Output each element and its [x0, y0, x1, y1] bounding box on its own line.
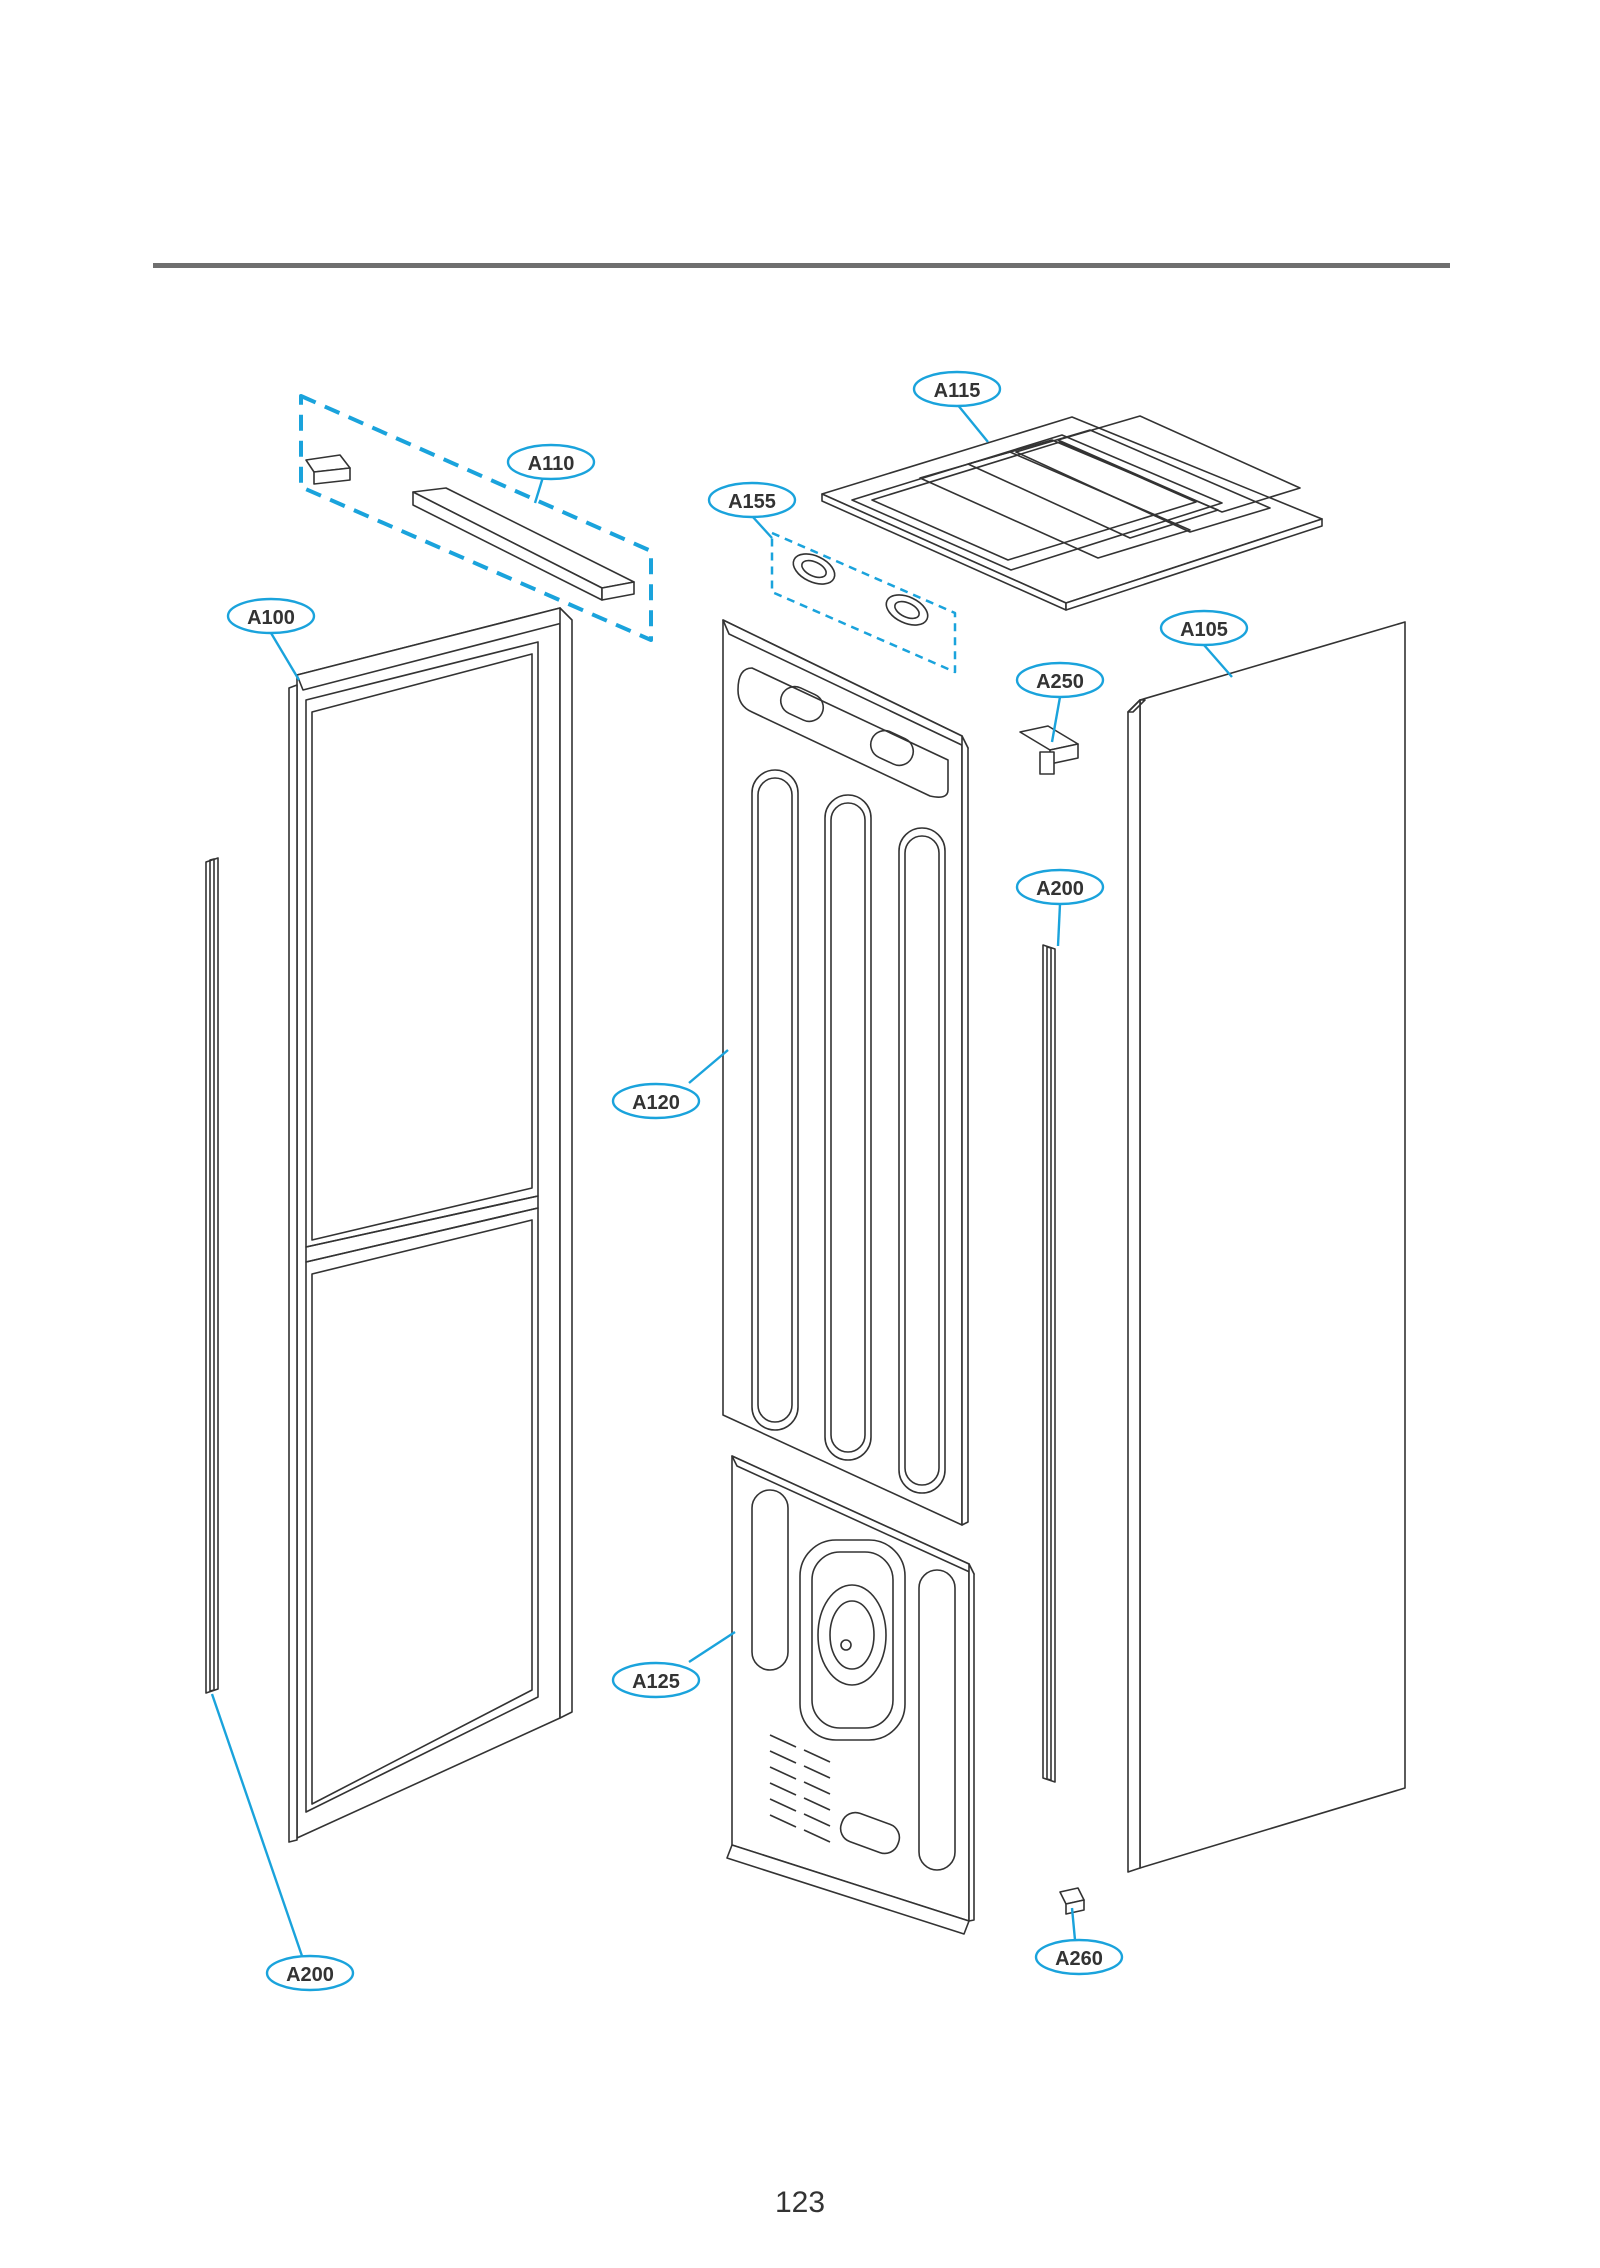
a105-side-panel: [1127, 621, 1406, 1873]
svg-text:A155: A155: [728, 491, 776, 513]
callout-a100: A100: [226, 597, 316, 635]
callout-a250: A250: [1015, 661, 1105, 699]
a155-handle-assembly: [770, 531, 957, 674]
svg-text:A200: A200: [1036, 878, 1084, 900]
callout-a260: A260: [1034, 1938, 1124, 1976]
callout-a105: A105: [1159, 609, 1249, 647]
a100-front-frame: [288, 607, 573, 1843]
header-rule: [153, 263, 1450, 268]
a120-upper-back-panel: [722, 619, 969, 1526]
svg-text:A100: A100: [247, 607, 295, 629]
a115-top-panel: [821, 415, 1323, 611]
a110-bracket-assembly: [299, 394, 653, 642]
a125-lower-back-panel: [726, 1455, 975, 1935]
a250-clip: [1019, 725, 1079, 775]
svg-text:A250: A250: [1036, 671, 1084, 693]
a260-clip: [1059, 1887, 1085, 1915]
callout-a200-left: A200: [265, 1954, 355, 1992]
callout-a120: A120: [611, 1082, 701, 1120]
callout-leaders: [210, 403, 1233, 1957]
svg-text:A110: A110: [528, 453, 575, 475]
svg-text:A115: A115: [934, 380, 981, 402]
svg-text:A260: A260: [1055, 1948, 1103, 1970]
svg-text:A120: A120: [632, 1092, 680, 1114]
callout-a125: A125: [611, 1661, 701, 1699]
svg-text:A125: A125: [632, 1671, 680, 1693]
callout-a110: A110: [506, 443, 596, 481]
a200-left-gasket: [205, 857, 219, 1694]
a200-right-gasket: [1042, 944, 1056, 1783]
svg-text:A105: A105: [1180, 619, 1228, 641]
svg-text:A200: A200: [286, 1964, 334, 1986]
callout-a115: A115: [912, 370, 1002, 408]
page-number: 123: [774, 2186, 826, 2219]
callout-a155: A155: [707, 481, 797, 519]
callout-a200-right: A200: [1015, 868, 1105, 906]
